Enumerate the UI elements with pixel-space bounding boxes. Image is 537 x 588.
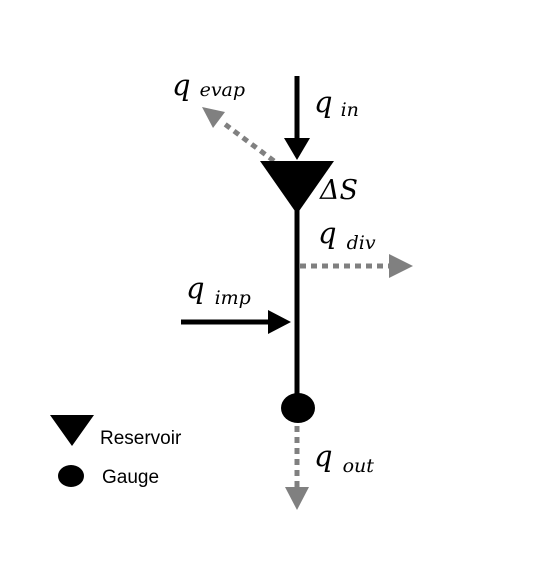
legend-gauge-icon <box>58 465 84 487</box>
import-arrow <box>181 310 291 334</box>
gauge-icon <box>281 393 315 423</box>
legend-reservoir-icon <box>50 415 94 446</box>
legend: Reservoir Gauge <box>50 415 182 488</box>
legend-gauge-label: Gauge <box>102 467 159 488</box>
evaporation-arrow <box>202 107 276 163</box>
diversion-arrow <box>300 254 413 278</box>
legend-reservoir-label: Reservoir <box>100 428 182 449</box>
inflow-arrow <box>284 76 310 160</box>
reservoir-icon <box>260 161 334 214</box>
label-delta-s: ΔS <box>319 175 358 206</box>
outflow-arrow <box>285 426 309 510</box>
